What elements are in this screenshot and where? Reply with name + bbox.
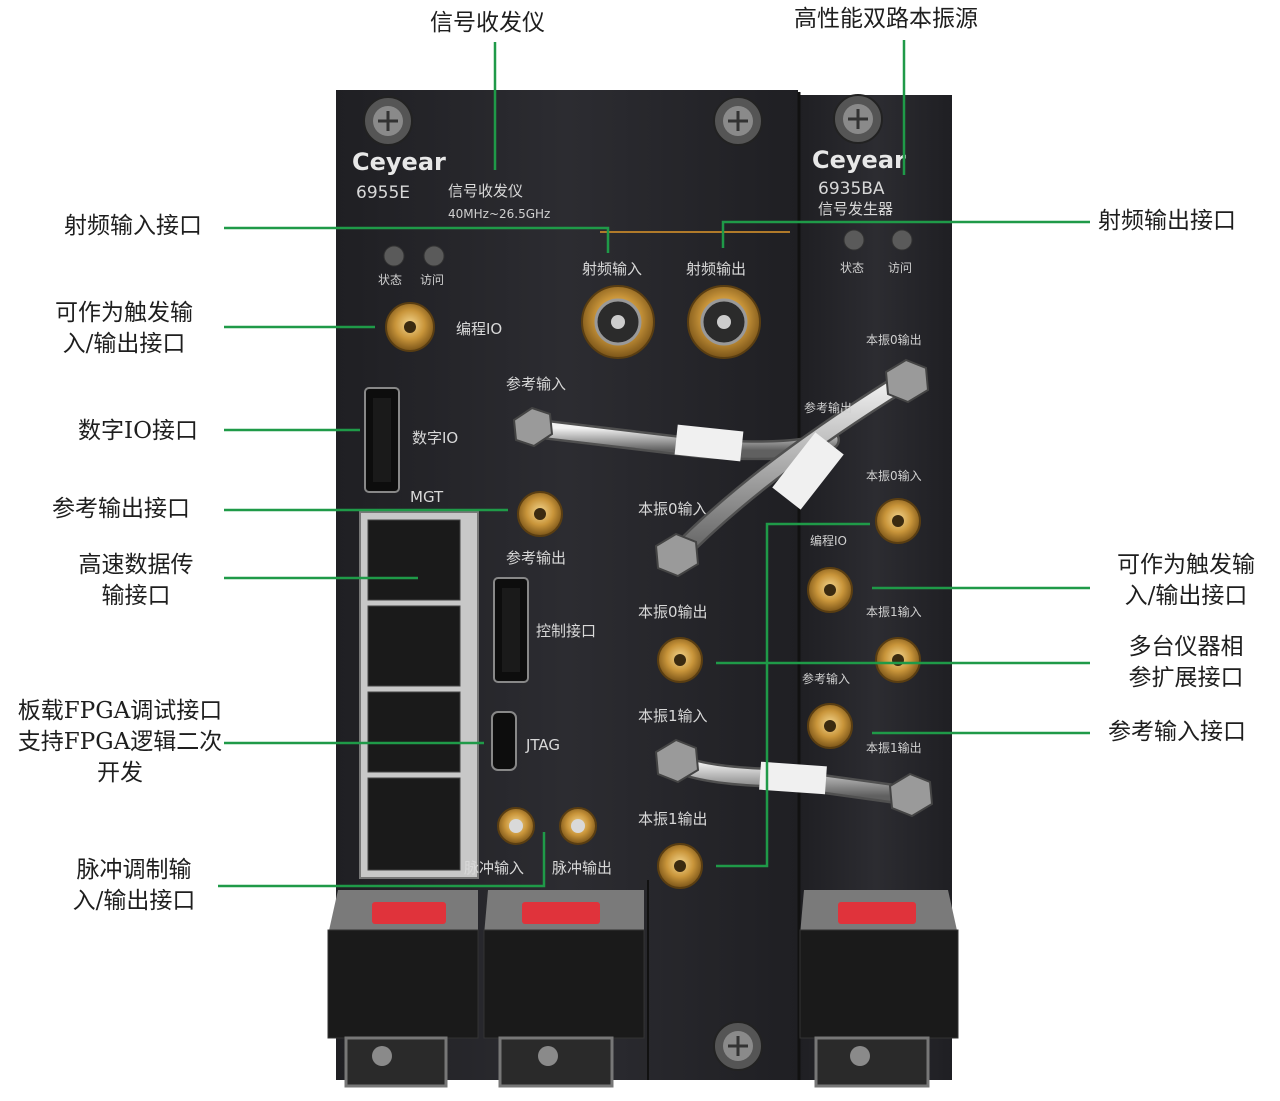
callout-highspeed-l1: 高速数据传 — [78, 552, 194, 578]
rf-output-label: 射频输出 — [686, 260, 746, 278]
callout-lo-source: 高性能双路本振源 — [794, 6, 978, 32]
brand-logo-left: Ceyear — [352, 148, 446, 176]
callout-digital-io: 数字IO接口 — [78, 418, 198, 444]
rf-input-label: 射频输入 — [582, 260, 642, 278]
r-lo0-in-label: 本振0输入 — [866, 468, 922, 483]
lo1-in-label: 本振1输入 — [638, 707, 708, 725]
callout-pulse: 脉冲调制输 入/输出接口 — [50, 855, 218, 917]
led-status-label-right: 状态 — [840, 261, 864, 275]
leader-lines — [218, 40, 1090, 888]
ejector-handle — [327, 890, 479, 1088]
callout-trigger-left: 可作为触发输 入/输出接口 — [40, 298, 208, 360]
mgt-slot-3 — [367, 691, 461, 773]
mgt-slot-4 — [367, 777, 461, 871]
callout-ref-out: 参考输出接口 — [52, 496, 190, 522]
lo0-out-label: 本振0输出 — [638, 603, 708, 621]
callout-trigger-left-l2: 入/输出接口 — [62, 331, 186, 357]
r-lo1-in-label: 本振1输入 — [866, 604, 922, 619]
semi-rigid-cable — [654, 738, 934, 818]
led-status-left — [383, 245, 405, 267]
led-access-label: 访问 — [420, 273, 444, 287]
mgt-label: MGT — [410, 488, 444, 506]
screw-icon — [363, 96, 413, 146]
r-ref-out-label: 参考输出 — [804, 400, 852, 415]
callout-ref-in: 参考输入接口 — [1108, 719, 1246, 745]
pulse-out-label: 脉冲输出 — [552, 859, 612, 877]
brand-logo-right: Ceyear — [812, 146, 906, 174]
led-access-left — [423, 245, 445, 267]
module-name-right: 信号发生器 — [818, 200, 893, 218]
callout-pulse-l2: 入/输出接口 — [72, 888, 196, 914]
callout-pulse-l1: 脉冲调制输 — [76, 857, 192, 883]
r-lo0-out-label: 本振0输出 — [866, 332, 922, 347]
ejector-handle — [483, 890, 645, 1088]
callout-trigger-right: 可作为触发输 入/输出接口 — [1100, 550, 1272, 612]
mgt-slot-2 — [367, 605, 461, 687]
pulse-out-connector-icon — [559, 807, 597, 845]
prog-io-label: 编程IO — [456, 320, 502, 338]
lo0-in-label: 本振0输入 — [638, 500, 708, 518]
rf-output-connector-icon — [687, 285, 761, 359]
callout-multi: 多台仪器相 参扩展接口 — [1110, 632, 1262, 694]
r-prog-io-label: 编程IO — [810, 533, 847, 548]
callout-fpga: 板载FPGA调试接口 支持FPGA逻辑二次 开发 — [8, 696, 232, 789]
screw-icon — [833, 94, 883, 144]
callout-rf-in-port: 射频输入接口 — [64, 213, 202, 239]
module-name-left: 信号收发仪 — [448, 182, 523, 200]
control-port-label: 控制接口 — [536, 622, 596, 640]
callout-transceiver: 信号收发仪 — [430, 10, 545, 36]
callout-highspeed: 高速数据传 输接口 — [60, 550, 212, 612]
model-left: 6955E — [356, 183, 410, 203]
callout-fpga-l1: 板载FPGA调试接口 — [17, 698, 223, 724]
led-access-label-right: 访问 — [888, 261, 912, 275]
ejector-handle — [799, 890, 959, 1088]
pulse-in-label: 脉冲输入 — [464, 859, 524, 877]
pulse-in-connector-icon — [497, 807, 535, 845]
screw-icon — [713, 96, 763, 146]
callout-fpga-l3: 开发 — [97, 760, 143, 786]
mgt-slot-1 — [367, 519, 461, 601]
callout-trigger-right-l1: 可作为触发输 — [1117, 552, 1255, 578]
ref-out-connector-icon — [517, 491, 563, 537]
r-lo0-in-connector-icon — [875, 498, 921, 544]
lo0-out-connector-icon — [657, 637, 703, 683]
semi-rigid-cable — [654, 358, 930, 578]
screw-icon — [713, 1021, 763, 1071]
r-lo1-in-connector-icon — [875, 637, 921, 683]
callout-multi-l2: 参扩展接口 — [1128, 665, 1244, 691]
callout-trigger-left-l1: 可作为触发输 — [55, 300, 193, 326]
r-ref-in-connector-icon — [807, 703, 853, 749]
lo1-out-connector-icon — [657, 843, 703, 889]
ref-in-label: 参考输入 — [506, 375, 566, 393]
callout-multi-l1: 多台仪器相 — [1128, 634, 1244, 660]
callout-fpga-l2: 支持FPGA逻辑二次 — [17, 729, 223, 755]
r-lo1-out-label: 本振1输出 — [866, 740, 922, 755]
digital-io-label: 数字IO — [412, 429, 458, 447]
jtag-port — [491, 711, 517, 771]
callout-rf-out-port: 射频输出接口 — [1098, 208, 1236, 234]
jtag-label: JTAG — [525, 736, 560, 754]
prog-io-connector-icon — [385, 302, 435, 352]
r-ref-in-label: 参考输入 — [802, 671, 850, 686]
ref-out-label: 参考输出 — [506, 549, 566, 567]
r-prog-io-connector-icon — [807, 567, 853, 613]
model-right: 6935BA — [818, 179, 885, 199]
callout-highspeed-l2: 输接口 — [101, 583, 171, 609]
led-access-right — [891, 229, 913, 251]
led-status-label: 状态 — [378, 273, 402, 287]
led-status-right — [843, 229, 865, 251]
frequency-range: 40MHz~26.5GHz — [448, 207, 550, 221]
rf-input-connector-icon — [581, 285, 655, 359]
callout-trigger-right-l2: 入/输出接口 — [1124, 583, 1248, 609]
lo1-out-label: 本振1输出 — [638, 810, 708, 828]
